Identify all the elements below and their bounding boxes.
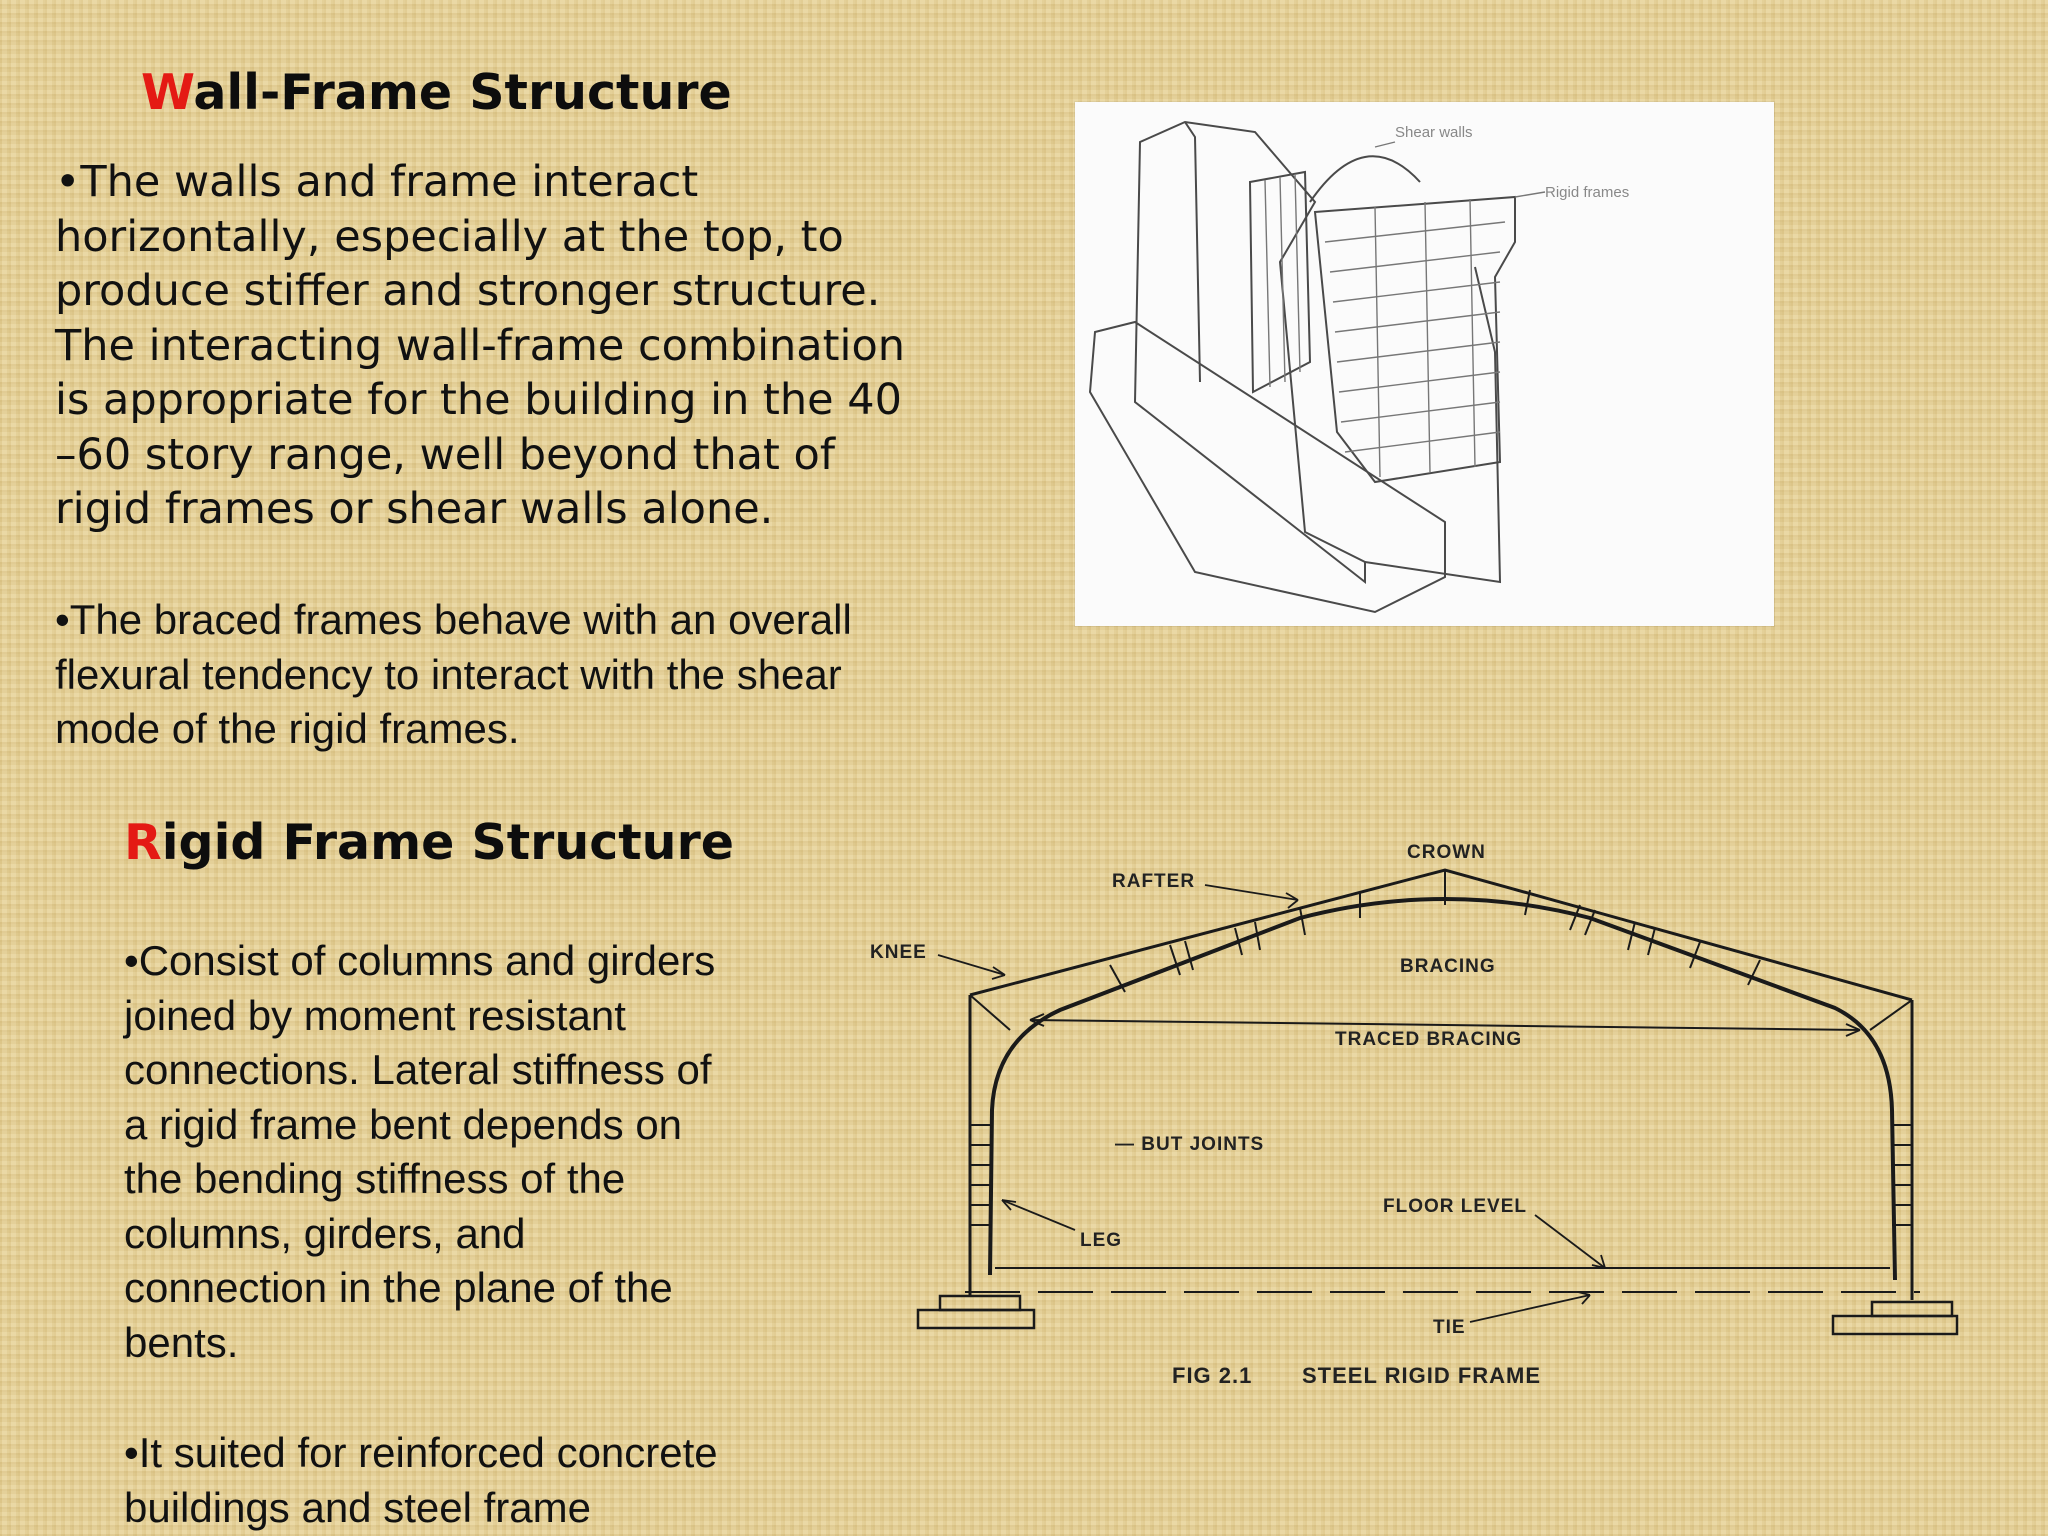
text-line: produce stiffer and stronger structure. bbox=[55, 266, 881, 316]
sketch-leader-shear bbox=[1374, 141, 1396, 148]
wall-frame-paragraph-2: •The braced frames behave with an overal… bbox=[55, 593, 985, 757]
rigid-frames-label: Rigid frames bbox=[1545, 184, 1629, 201]
rigid-frame-heading: Rigid Frame Structure bbox=[124, 814, 734, 871]
leader-arrows bbox=[937, 884, 1606, 1323]
text-line: is appropriate for the building in the 4… bbox=[55, 375, 903, 425]
floor-level-label: FLOOR LEVEL bbox=[1383, 1196, 1527, 1217]
text-line: •Consist of columns and girders bbox=[124, 937, 716, 984]
traced-bracing-arrow-left bbox=[1029, 1013, 1045, 1027]
sketch-core bbox=[1248, 170, 1312, 394]
steel-rigid-frame-diagram: CROWN RAFTER KNEE BRACING TRACED BRACING… bbox=[870, 842, 1959, 1388]
left-knee-brace bbox=[969, 994, 1011, 1031]
text-line: –60 story range, well beyond that of bbox=[55, 429, 835, 480]
sketch-roof-curve bbox=[1309, 155, 1421, 203]
text-line: connection in the plane of the bbox=[124, 1264, 673, 1311]
sketch-leader-frames bbox=[1514, 191, 1546, 198]
text-line: rigid frames or shear walls alone. bbox=[55, 484, 774, 534]
text-line: a rigid frame bent depends on bbox=[124, 1100, 683, 1148]
text-line: •The braced frames behave with an overal… bbox=[55, 596, 852, 643]
text-line: columns, girders, and bbox=[124, 1209, 526, 1257]
figure-caption-number: FIG 2.1 bbox=[1172, 1363, 1252, 1388]
sketch-rigid-frame bbox=[1313, 195, 1516, 484]
rafter-label: RAFTER bbox=[1112, 871, 1195, 892]
but-joints-label: — BUT JOINTS bbox=[1115, 1134, 1264, 1155]
right-knee-brace bbox=[1869, 999, 1913, 1031]
text-line: horizontally, especially at the top, to bbox=[55, 211, 844, 262]
leg-label: LEG bbox=[1080, 1230, 1122, 1251]
rafter-web-members bbox=[1109, 889, 1761, 993]
text-line: mode of the rigid frames. bbox=[55, 705, 520, 752]
sketch-core-lines bbox=[1264, 173, 1301, 388]
sketch-frame-columns bbox=[1374, 198, 1476, 478]
text-line: the bending stiffness of the bbox=[124, 1155, 626, 1202]
text-line: •It suited for reinforced concrete bbox=[124, 1429, 718, 1476]
sketch-base bbox=[1088, 320, 1446, 614]
crown-label: CROWN bbox=[1407, 842, 1486, 863]
sketch-frame-girders bbox=[1324, 221, 1506, 453]
wall-frame-heading-initial: W bbox=[141, 64, 194, 121]
rigid-frame-heading-text: igid Frame Structure bbox=[161, 814, 734, 871]
sketch-right-wall bbox=[1364, 266, 1502, 584]
text-line: The interacting wall-frame combination bbox=[55, 320, 906, 371]
shear-walls-label: Shear walls bbox=[1395, 124, 1473, 141]
text-line: flexural tendency to interact with the s… bbox=[55, 650, 842, 698]
wall-frame-heading: Wall-Frame Structure bbox=[141, 64, 732, 121]
bracing-label: BRACING bbox=[1400, 956, 1496, 977]
text-line: •The walls and frame interact bbox=[55, 157, 699, 207]
knee-label: KNEE bbox=[870, 942, 927, 963]
text-line: buildings and steel frame bbox=[124, 1483, 591, 1531]
sketch-wall-edge bbox=[1184, 121, 1201, 383]
wall-frame-sketch-figure: Shear walls Rigid frames bbox=[1075, 102, 1774, 626]
traced-bracing-arrow-right bbox=[1845, 1023, 1861, 1037]
traced-bracing-line bbox=[1029, 1019, 1861, 1031]
text-line: bents. bbox=[124, 1318, 239, 1366]
figure-caption-title: STEEL RIGID FRAME bbox=[1302, 1363, 1541, 1388]
rigid-frame-paragraph-2: •It suited for reinforced concrete build… bbox=[124, 1426, 824, 1535]
wall-frame-sketch: Shear walls Rigid frames bbox=[1088, 120, 1629, 614]
rigid-frame-paragraph-1: •Consist of columns and girders joined b… bbox=[124, 934, 784, 1370]
sketch-shear-wall bbox=[1133, 120, 1366, 585]
leg-rungs bbox=[970, 1124, 1912, 1226]
wall-frame-paragraph-1: •The walls and frame interact horizontal… bbox=[55, 155, 995, 537]
text-line: connections. Lateral stiffness of bbox=[124, 1046, 712, 1093]
text-line: joined by moment resistant bbox=[124, 991, 626, 1039]
tie-label: TIE bbox=[1433, 1317, 1466, 1338]
wall-frame-heading-text: all-Frame Structure bbox=[193, 64, 732, 121]
footings bbox=[916, 1294, 1959, 1336]
traced-bracing-label: TRACED BRACING bbox=[1335, 1029, 1522, 1050]
rigid-frame-heading-initial: R bbox=[124, 814, 162, 871]
